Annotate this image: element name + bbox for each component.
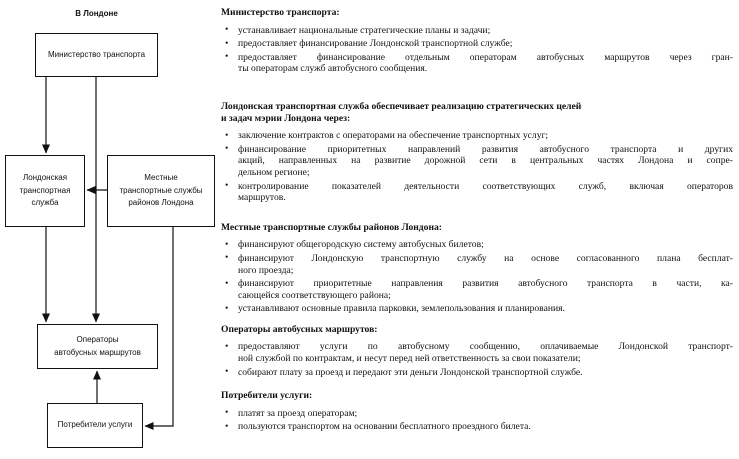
bullet-item: • собирают плату за проезд и передают эт… [221, 366, 733, 379]
bullet-item: • контролирование показателей деятельнос… [221, 180, 733, 204]
node-label-line: районов Лондона [128, 198, 194, 208]
node-label-line: автобусных маршрутов [54, 347, 141, 357]
bullet-line: устанавливают основные правила парковки,… [238, 303, 565, 315]
node-consumers: Потребители услуги [47, 403, 143, 448]
bullet-line: акций, направленных на развитие дорожной… [238, 155, 733, 167]
bullet-marker: • [225, 180, 229, 192]
bullet-line: ного проезда; [238, 264, 294, 276]
bullet-item: • заключение контрактов с операторами на… [221, 130, 733, 142]
bullet-marker: • [225, 340, 229, 352]
node-label-line: Операторы [76, 335, 119, 344]
bullet-line: предоставляет финансирование Лондонской … [238, 38, 513, 50]
bullet-item: • устанавливает национальные стратегичес… [221, 24, 733, 37]
node-lts: Лондонская транспортная служба [5, 155, 85, 227]
bullet-line: финансируют Лондонскую транспортную служ… [238, 252, 733, 264]
section-local-services: Местные транспортные службы районов Лонд… [221, 222, 733, 315]
bullet-line: ной службой по контрактам, и несут перед… [238, 353, 581, 365]
bullet-item: • устанавливают основные правила парковк… [221, 303, 733, 315]
bullet-item: • пользуются транспортом на основании бе… [221, 421, 733, 433]
heading-line: и задач мэрии Лондона через: [221, 112, 351, 124]
bullet-item: • финансируют общегородскую систему авто… [221, 239, 733, 251]
section-operators: Операторы автобусных маршрутов: • предос… [221, 324, 733, 378]
heading-line: Министерство транспорта: [221, 7, 340, 18]
section-heading: Потребители услуги: [221, 390, 733, 402]
bullet-item: • финансирование приоритетных направлени… [221, 143, 733, 179]
bullet-item: • платят за проезд операторам; [221, 407, 733, 420]
bullet-line: маршрутов. [238, 192, 286, 204]
section-consumers: Потребители услуги: • платят за проезд о… [221, 390, 733, 433]
section-heading: Министерство транспорта: [221, 7, 733, 19]
bullet-marker: • [225, 252, 229, 264]
bullet-line: сающейся соответствующего района; [238, 289, 391, 301]
bullet-marker: • [225, 302, 229, 314]
bullet-line: ты операторам служб автобусного сообщени… [238, 63, 428, 75]
bullet-list: • заключение контрактов с операторами на… [221, 130, 733, 204]
node-label-line: Местные [144, 173, 178, 183]
node-label-line: транспортная [19, 185, 71, 195]
node-operators: Операторы автобусных маршрутов [37, 324, 158, 369]
bullet-marker: • [225, 51, 229, 63]
heading-line: Лондонская транспортная служба обеспечив… [221, 100, 582, 112]
node-label-line: Потребители услуги [57, 420, 133, 430]
bullet-list: • финансируют общегородскую систему авто… [221, 239, 733, 315]
flowchart-panel: В Лондоне Министерство транспорта Лондон… [0, 0, 220, 459]
node-label-line: Министерство транспорта [47, 49, 146, 59]
section-ministry: Министерство транспорта: • устанавливает… [221, 7, 733, 75]
node-local-services: Местные транспортные службы районов Лонд… [107, 155, 215, 227]
bullet-line: устанавливает национальные стратегически… [238, 24, 491, 36]
bullet-item: • предоставляет финансирование отдельным… [221, 51, 733, 75]
section-heading: Местные транспортные службы районов Лонд… [221, 222, 733, 234]
bullet-marker: • [225, 143, 229, 155]
section-heading: Лондонская транспортная служба обеспечив… [221, 101, 733, 124]
heading-line: Потребители услуги: [221, 390, 313, 402]
bullet-marker: • [225, 37, 229, 49]
node-label-line: Лондонская [22, 173, 68, 183]
bullet-list: • предоставляют услуги по автобусному со… [221, 341, 733, 378]
bullet-line: финансирование приоритетных направлений … [238, 143, 733, 155]
bullet-marker: • [225, 407, 229, 419]
bullet-marker: • [225, 277, 229, 289]
node-label-line: транспортные службы [119, 185, 203, 195]
bullet-line: заключение контрактов с операторами на о… [238, 130, 549, 142]
diagram-title: В Лондоне [75, 9, 118, 18]
bullet-line: дельном регионе; [238, 166, 310, 178]
bullet-marker: • [225, 238, 229, 250]
node-ministry: Министерство транспорта [35, 33, 158, 77]
text-panel: Министерство транспорта: • устанавливает… [221, 0, 733, 435]
heading-line: Операторы автобусных маршрутов: [221, 323, 378, 335]
bullet-item: • предоставляют услуги по автобусному со… [221, 341, 733, 364]
bullet-line: финансируют общегородскую систему автобу… [238, 239, 484, 251]
bullet-list: • устанавливает национальные стратегичес… [221, 24, 733, 75]
bullet-line: контролирование показателей деятельности… [238, 180, 733, 192]
bullet-line: собирают плату за проезд и передают эти … [238, 366, 583, 378]
section-heading: Операторы автобусных маршрутов: [221, 324, 733, 336]
bullet-item: • финансируют приоритетные направления р… [221, 278, 733, 301]
heading-line: Местные транспортные службы районов Лонд… [221, 221, 442, 233]
bullet-item: • предоставляет финансирование Лондонско… [221, 38, 733, 50]
bullet-marker: • [225, 24, 229, 36]
bullet-marker: • [225, 366, 229, 378]
bullet-line: пользуются транспортом на основании бесп… [238, 421, 531, 433]
bullet-item: • финансируют Лондонскую транспортную сл… [221, 252, 733, 276]
bullet-line: предоставляет финансирование отдельным о… [238, 51, 733, 63]
bullet-line: платят за проезд операторам; [238, 407, 358, 419]
bullet-marker: • [225, 129, 229, 141]
node-label-line: служба [31, 198, 59, 208]
section-lts: Лондонская транспортная служба обеспечив… [221, 101, 733, 204]
bullet-list: • платят за проезд операторам; • пользую… [221, 407, 733, 433]
bullet-line: предоставляют услуги по автобусному сооб… [238, 341, 733, 353]
bullet-line: финансируют приоритетные направления раз… [238, 278, 733, 290]
bullet-marker: • [225, 420, 229, 432]
